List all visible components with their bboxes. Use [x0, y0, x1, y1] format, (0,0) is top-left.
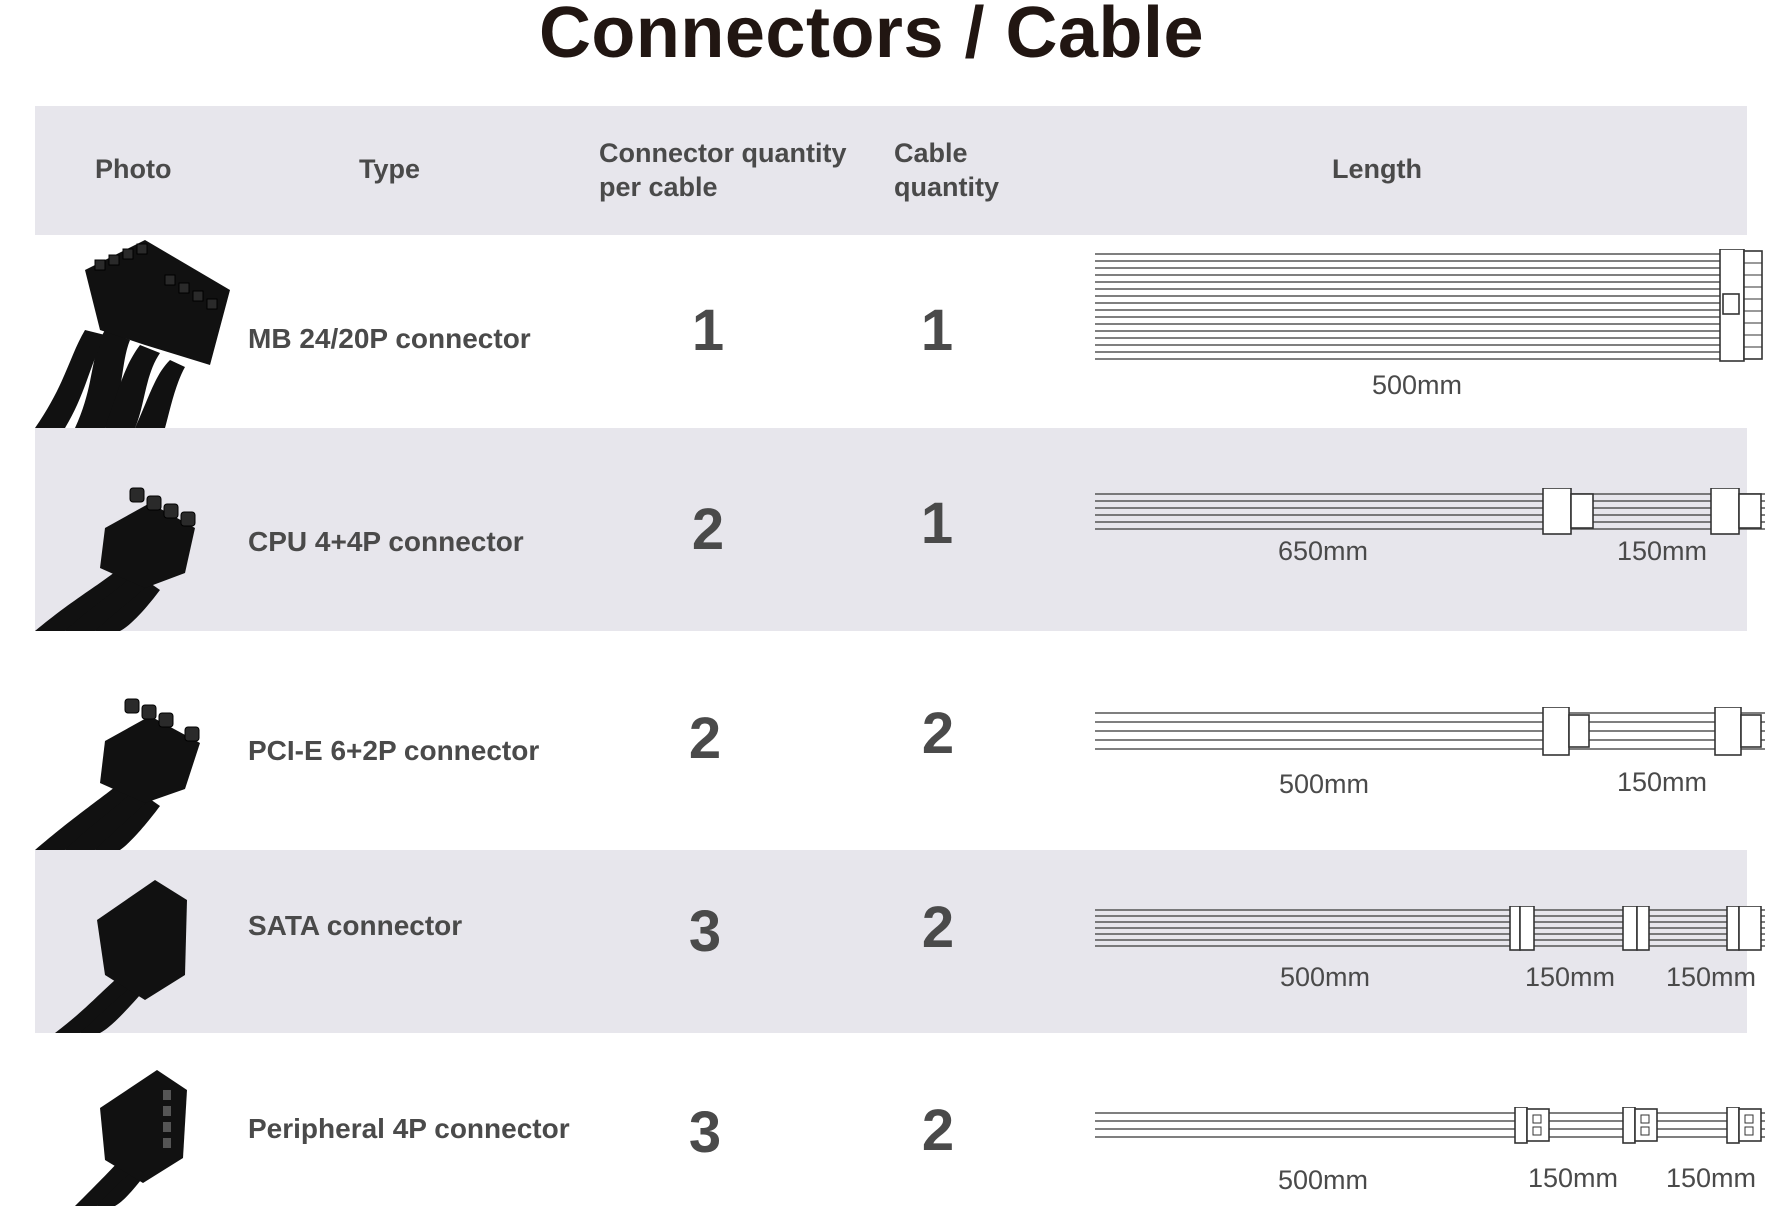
cable-length-diagram [1095, 1107, 1765, 1144]
cable-quantity-value: 2 [921, 701, 955, 766]
row-type-label: MB 24/20P connector [248, 323, 531, 354]
length-label: 500mm [1279, 962, 1371, 992]
length-label: 150mm [1616, 536, 1708, 566]
header-cable-quantity: Cable quantity [894, 138, 999, 202]
header-connector-quantity: Connector quantity per cable [599, 138, 847, 202]
sata-connector-icon [55, 880, 187, 1033]
row-type-label: SATA connector [248, 910, 463, 941]
cable-length-diagram [1095, 249, 1763, 362]
connector-quantity-value: 2 [691, 497, 725, 562]
table-row: PCI-E 6+2P connector 2 2 500mm 150mm [35, 631, 1765, 850]
length-label: 500mm [1278, 769, 1370, 799]
connector-quantity-value: 3 [688, 1100, 722, 1165]
cable-length-diagram [1095, 488, 1765, 535]
table-row: MB 24/20P connector 1 1 500mm [35, 235, 1763, 428]
cpu-8-pin-connector-icon [35, 487, 196, 631]
length-label: 150mm [1665, 962, 1757, 992]
length-label: 500mm [1371, 370, 1463, 400]
length-label: 150mm [1524, 962, 1616, 992]
table-row: SATA connector 3 2 500mm 150mm 150mm [35, 850, 1765, 1033]
cable-quantity-value: 2 [921, 895, 955, 960]
length-label: 150mm [1616, 767, 1708, 797]
length-label: 500mm [1277, 1165, 1369, 1195]
table-row: CPU 4+4P connector 2 1 650mm 150mm [35, 428, 1765, 631]
row-type-label: Peripheral 4P connector [248, 1113, 570, 1144]
connector-quantity-value: 3 [688, 899, 722, 964]
cable-quantity-value: 2 [921, 1098, 955, 1163]
length-label: 150mm [1527, 1163, 1619, 1193]
cable-quantity-value: 1 [920, 298, 954, 363]
connector-quantity-value: 2 [688, 706, 722, 771]
page-title: Connectors / Cable [538, 0, 1205, 73]
row-type-label: PCI-E 6+2P connector [248, 735, 540, 766]
table-header: Photo Type Connector quantity per cable … [35, 106, 1747, 235]
row-type-label: CPU 4+4P connector [248, 526, 524, 557]
header-length: Length [1332, 154, 1422, 184]
pcie-8-pin-connector-icon [35, 698, 200, 850]
molex-4-pin-connector-icon [75, 1070, 187, 1206]
length-label: 650mm [1277, 536, 1369, 566]
cable-quantity-value: 1 [920, 491, 954, 556]
cable-length-diagram [1095, 707, 1765, 756]
header-photo: Photo [95, 154, 172, 184]
mb-24-pin-connector-icon [35, 240, 230, 428]
table-row: Peripheral 4P connector 3 2 500mm 150mm … [35, 1033, 1765, 1206]
header-type: Type [359, 154, 421, 184]
length-label: 150mm [1665, 1163, 1757, 1193]
cable-length-diagram [1095, 906, 1765, 951]
connector-quantity-value: 1 [691, 298, 725, 363]
